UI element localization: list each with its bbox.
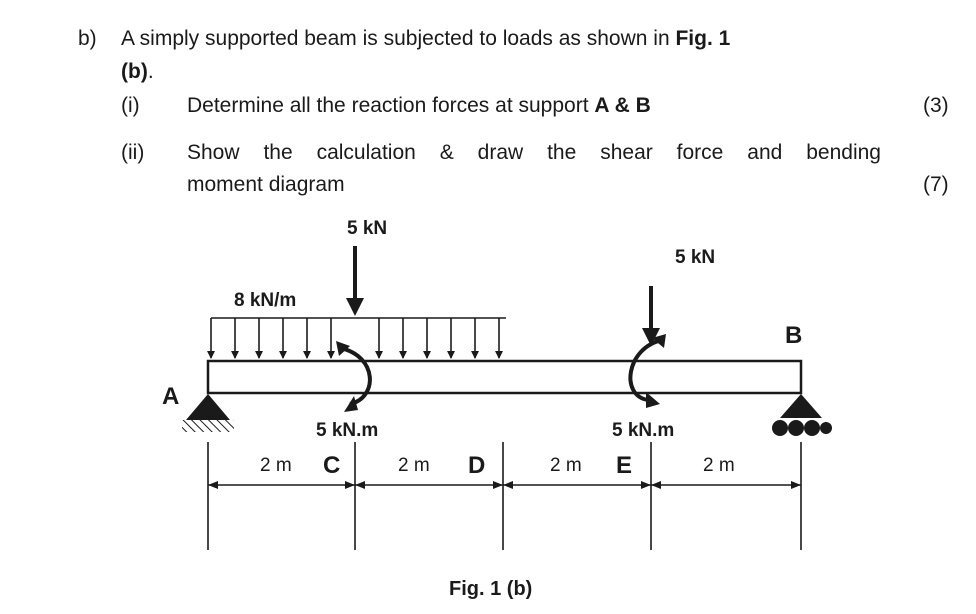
figure-reference-cont: (b) <box>121 60 148 83</box>
part-i-text: Determine all the reaction forces at sup… <box>187 93 651 119</box>
part-ii-text-line-1: Show the calculation & draw the shear fo… <box>187 141 881 164</box>
load-label-e: 5 kN <box>675 247 715 268</box>
question-label: b) <box>78 27 97 50</box>
part-ii-text-line-2: moment diagram <box>187 173 345 196</box>
span-label-eb: 2 m <box>703 455 735 476</box>
question-text: A simply supported beam is subjected to … <box>121 27 670 50</box>
point-label-c: C <box>323 452 340 479</box>
load-label-c: 5 kN <box>347 218 387 239</box>
dimension-lines <box>207 442 802 550</box>
part-i-supports: A & B <box>594 94 651 117</box>
moment-label-e: 5 kN.m <box>612 420 674 441</box>
support-a <box>182 394 234 432</box>
point-label-e: E <box>616 452 632 479</box>
part-ii-number: (ii) <box>121 141 145 164</box>
support-label-b: B <box>785 322 802 349</box>
part-i-marks: (3) <box>923 94 949 117</box>
question-line-2: (b). <box>121 59 154 85</box>
question-line-1: A simply supported beam is subjected to … <box>121 26 730 52</box>
span-label-de: 2 m <box>550 455 582 476</box>
udl-load <box>207 317 506 359</box>
point-label-d: D <box>468 452 485 479</box>
part-i-number: (i) <box>121 94 140 117</box>
figure-reference: Fig. 1 <box>675 27 731 50</box>
udl-label: 8 kN/m <box>234 290 296 311</box>
support-b <box>772 394 832 436</box>
span-label-ac: 2 m <box>260 455 292 476</box>
figure-caption: Fig. 1 (b) <box>449 578 532 600</box>
question-period: . <box>147 60 154 83</box>
moment-label-c: 5 kN.m <box>316 420 378 441</box>
moment-c <box>336 341 372 412</box>
span-label-cd: 2 m <box>398 455 430 476</box>
point-load-c <box>346 246 364 316</box>
beam <box>206 359 803 395</box>
part-i-text-main: Determine all the reaction forces at sup… <box>187 94 589 117</box>
part-ii-marks: (7) <box>923 173 949 196</box>
support-label-a: A <box>162 383 179 410</box>
point-load-e <box>642 286 660 346</box>
moment-e <box>628 334 666 408</box>
